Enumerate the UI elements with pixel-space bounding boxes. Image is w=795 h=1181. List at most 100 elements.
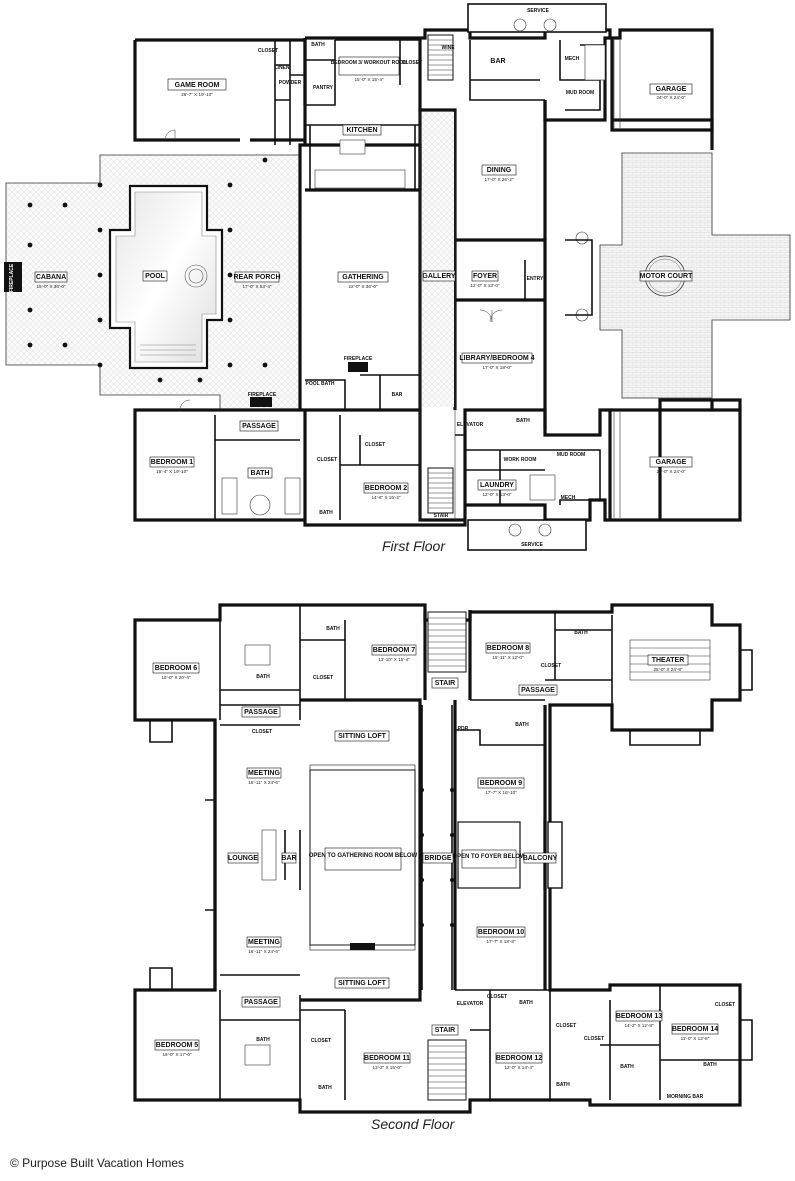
bar-label: BAR (490, 58, 505, 65)
powder-label: POWDER (279, 80, 302, 86)
open-to-gathering-label: OPEN TO GATHERING ROOM BELOW (309, 853, 418, 859)
bedroom14-dims: 11'-0" X 13'-8" (681, 1036, 710, 1041)
garage-bottom-dims: 24'-0" X 24'-0" (656, 469, 685, 474)
library-dims: 17'-0" X 18'-0" (482, 365, 511, 370)
passage-label: PASSAGE (242, 423, 276, 430)
bath-bed2-label: BATH (319, 510, 333, 516)
foyer-label: FOYER (473, 273, 497, 280)
pdr-label: PDR (458, 726, 469, 732)
linen-label: LINEN (275, 65, 290, 71)
theater-label: THEATER (652, 657, 685, 664)
closet-meeting-top-label: CLOSET (252, 729, 272, 735)
bath-b6-label: BATH (256, 674, 270, 680)
passage-left-top-label: PASSAGE (244, 709, 278, 716)
garage-top-dims: 24'-0" X 24'-0" (656, 95, 685, 100)
bedroom10-dims: 17'-7" X 18'-8" (486, 939, 515, 944)
bath-b7-label: BATH (326, 626, 340, 632)
bar-small-label: BAR (392, 392, 403, 398)
bath-label-a: BATH (311, 42, 325, 48)
bedroom2-dims: 14'-6" X 15'-2" (371, 495, 400, 500)
balcony-label: BALCONY (523, 855, 558, 862)
open-to-foyer-label: OPEN TO FOYER BELOW (452, 854, 526, 860)
kitchen-label: KITCHEN (346, 127, 377, 134)
bedroom12-dims: 12'-0" X 14'-4" (504, 1065, 533, 1070)
passage-bottom-label: PASSAGE (244, 999, 278, 1006)
bedroom9-dims: 17'-7" X 16'-10" (485, 790, 517, 795)
meeting-bottom-dims: 16'-11" X 24'-6" (248, 949, 280, 954)
bedroom8-label: BEDROOM 8 (487, 645, 530, 652)
bedroom13-label: BEDROOM 13 (616, 1013, 662, 1020)
mech-label-top: MECH (565, 56, 580, 62)
stair-top-label: STAIR (435, 680, 455, 687)
fireplace-cabana-label: FIREPLACE (9, 263, 15, 292)
bedroom6-dims: 16'-0" X 20'-4" (161, 675, 190, 680)
bath-b5-label: BATH (256, 1037, 270, 1043)
bedroom10-label: BEDROOM 10 (478, 929, 524, 936)
laundry-dims: 12'-0" X 13'-0" (482, 492, 511, 497)
bath-b13-label: BATH (620, 1064, 634, 1070)
gallery-floor (422, 112, 454, 407)
mud-room-label-top: MUD ROOM (566, 90, 594, 96)
stair-label-first: STAIR (434, 513, 449, 519)
elevator-label: ELEVATOR (457, 422, 484, 428)
bedroom8-dims: 15'-11" X 12'-0" (492, 655, 524, 660)
bath-library-label: BATH (516, 418, 530, 424)
service-label-top: SERVICE (527, 8, 550, 14)
stair-bottom-label: STAIR (435, 1027, 455, 1034)
service-label-bottom: SERVICE (521, 542, 544, 548)
cabana-dims: 15'-0" X 36'-0" (36, 284, 65, 289)
bath-b14-label: BATH (703, 1062, 717, 1068)
garage-top-label: GARAGE (656, 86, 687, 93)
closet-b12-label: CLOSET (556, 1023, 576, 1029)
garage-bottom-label: GARAGE (656, 459, 687, 466)
bath-b10-label: BATH (519, 1000, 533, 1006)
bath-b9-label: BATH (515, 722, 529, 728)
closet-label-d: CLOSET (365, 442, 385, 448)
foyer-dims: 12'-0" X 13'-0" (470, 283, 499, 288)
porch-columns (27, 157, 268, 383)
sitting-loft-top-label: SITTING LOFT (338, 733, 387, 740)
fireplace-gathering-label: FIREPLACE (344, 356, 373, 362)
closet-b12b-label: CLOSET (584, 1036, 604, 1042)
sitting-loft-bottom-label: SITTING LOFT (338, 980, 387, 987)
fireplace-porch-label: FIREPLACE (248, 392, 277, 398)
meeting-top-dims: 16'-11" X 24'-6" (248, 780, 280, 785)
library-label: LIBRARY/BEDROOM 4 (459, 355, 534, 362)
theater-dims: 25'-0" X 24'-8" (653, 667, 682, 672)
closet-b10-label: CLOSET (487, 994, 507, 1000)
bedroom6-label: BEDROOM 6 (155, 665, 198, 672)
second-floor-labels: BEDROOM 6 16'-0" X 20'-4" BATH BATH CLOS… (152, 626, 735, 1100)
bath-b12-label: BATH (556, 1082, 570, 1088)
gathering-dims: 22'-0" X 36'-0" (348, 284, 377, 289)
bedroom14-label: BEDROOM 14 (672, 1026, 718, 1033)
closet-b14-label: CLOSET (715, 1002, 735, 1008)
motor-court-label: MOTOR COURT (640, 273, 693, 280)
rear-porch-label: REAR PORCH (233, 274, 280, 281)
game-room-dims: 26'-7" X 19'-10" (181, 92, 213, 97)
bedroom11-dims: 13'-2" X 15'-0" (372, 1065, 401, 1070)
bridge-label: BRIDGE (424, 855, 452, 862)
passage-top-label: PASSAGE (521, 687, 555, 694)
pantry-label: PANTRY (313, 85, 334, 91)
bedroom7-label: BEDROOM 7 (373, 647, 416, 654)
bedroom5-dims: 16'-0" X 17'-0" (162, 1052, 191, 1057)
bedroom1-dims: 15'-4" X 19'-10" (156, 469, 188, 474)
morning-bar-label: MORNING BAR (667, 1094, 704, 1100)
bedroom5-label: BEDROOM 5 (156, 1042, 199, 1049)
closet-label-c: CLOSET (317, 457, 337, 463)
stair-second-floor (427, 611, 467, 1101)
first-floor-caption: First Floor (382, 538, 445, 554)
cabana-label: CABANA (36, 274, 66, 281)
bath-b11-label: BATH (318, 1085, 332, 1091)
laundry-label: LAUNDRY (480, 482, 514, 489)
mud-room-label-bottom: MUD ROOM (557, 452, 585, 458)
bedroom13-dims: 14'-2" X 12'-8" (624, 1023, 653, 1028)
first-floor-labels: GAME ROOM 26'-7" X 19'-10" BEDROOM 3/ WO… (9, 8, 693, 548)
bedroom3-dims: 15'-0" X 15'-4" (354, 77, 383, 82)
second-floor-caption: Second Floor (371, 1116, 455, 1132)
bedroom3-label: BEDROOM 3/ WORKOUT ROOM (331, 60, 407, 66)
bedroom7-dims: 13'-10" X 15'-4" (378, 657, 410, 662)
gathering-label: GATHERING (342, 274, 384, 281)
bedroom9-label: BEDROOM 9 (480, 780, 523, 787)
